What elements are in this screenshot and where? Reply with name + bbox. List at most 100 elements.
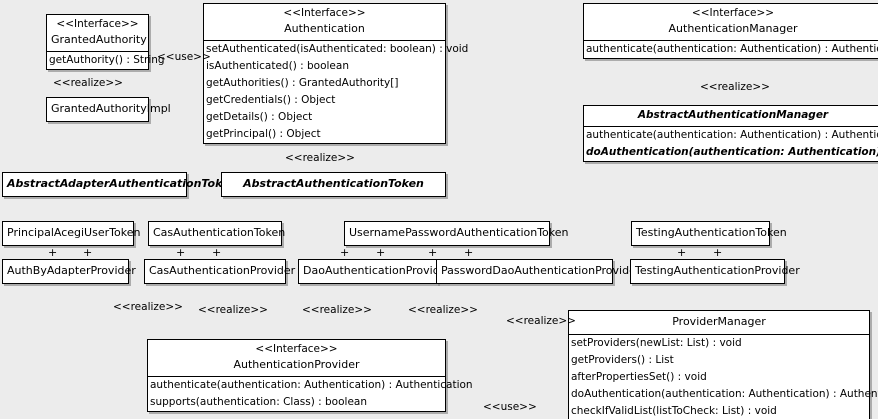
class-cas-authentication-token[interactable]: CasAuthenticationToken [148, 221, 286, 246]
class-authentication-provider[interactable]: <<Interface>> AuthenticationProvider aut… [147, 339, 473, 413]
class-password-dao-authentication-provider[interactable]: PasswordDaoAuthenticationProvider [436, 259, 641, 284]
class-abstract-authentication-manager[interactable]: AbstractAuthenticationManager authentica… [583, 105, 878, 163]
edge-label-realize-daoauthenticationprovider: <<realize>> [302, 304, 372, 316]
association-plus-marker: + [340, 246, 350, 259]
class-header: DaoAuthenticationProvider [299, 260, 451, 283]
association-plus-marker: + [376, 246, 386, 259]
operation-row: setAuthenticated(isAuthenticated: boolea… [206, 43, 469, 56]
class-header: PrincipalAcegiUserToken [3, 222, 141, 245]
class-name: ProviderManager [672, 315, 766, 328]
class-name: PasswordDaoAuthenticationProvider [441, 264, 641, 277]
operation-row: doAuthentication(authentication: Authent… [571, 388, 878, 400]
edge-label-realize-passworddaoauthenticationprovider: <<realize>> [408, 304, 478, 316]
class-name: Authentication [284, 22, 365, 36]
class-cas-authentication-provider[interactable]: CasAuthenticationProvider [144, 259, 296, 284]
class-granted-authority-impl[interactable]: GrantedAuthorityImpl [46, 97, 171, 122]
class-header: GrantedAuthorityImpl [47, 98, 171, 121]
edge-label-realize-testingauthenticationprovider: <<realize>> [506, 315, 576, 327]
class-authentication-manager[interactable]: <<Interface>> AuthenticationManager auth… [583, 3, 878, 60]
stereotype-label: <<Interface>> [255, 343, 338, 355]
edge-label-realize-abstractauthenticationmanager: <<realize>> [700, 81, 770, 93]
operation-row: supports(authentication: Class) : boolea… [150, 396, 367, 409]
class-header: UsernamePasswordAuthenticationToken [345, 222, 569, 245]
edge-label-realize-abstractauthenticationtoken: <<realize>> [285, 152, 355, 164]
class-testing-authentication-token[interactable]: TestingAuthenticationToken [631, 221, 787, 246]
class-header: AbstractAuthenticationToken [222, 173, 445, 196]
class-testing-authentication-provider[interactable]: TestingAuthenticationProvider [630, 259, 800, 284]
class-username-password-authentication-token[interactable]: UsernamePasswordAuthenticationToken [344, 221, 569, 246]
class-name: AuthByAdapterProvider [7, 264, 136, 277]
stereotype-label: <<Interface>> [56, 18, 139, 30]
association-plus-marker: + [176, 246, 186, 259]
operation-row: checkIfValidList(listToCheck: List) : vo… [571, 405, 777, 417]
class-name: CasAuthenticationProvider [149, 264, 296, 277]
class-header: <<Interface>> AuthenticationProvider [148, 340, 445, 378]
operation-row: getAuthorities() : GrantedAuthority[] [206, 77, 399, 90]
class-granted-authority[interactable]: <<Interface>> GrantedAuthority getAuthor… [46, 14, 165, 71]
association-plus-marker: + [677, 246, 687, 259]
association-plus-marker: + [48, 246, 58, 259]
operation-row-abstract: doAuthentication(authentication: Authent… [586, 146, 878, 159]
operation-row: getPrincipal() : Object [206, 128, 321, 141]
operation-row: getCredentials() : Object [206, 94, 336, 107]
operation-row: afterPropertiesSet() : void [571, 371, 707, 383]
class-auth-by-adapter-provider[interactable]: AuthByAdapterProvider [2, 259, 136, 284]
class-header: PasswordDaoAuthenticationProvider [437, 260, 641, 283]
class-name: DaoAuthenticationProvider [303, 264, 451, 277]
association-plus-marker: + [83, 246, 93, 259]
stereotype-label: <<Interface>> [283, 7, 366, 19]
operations-compartment: setAuthenticated(isAuthenticated: boolea… [204, 41, 469, 143]
class-authentication[interactable]: <<Interface>> Authentication setAuthenti… [203, 3, 469, 145]
class-header: ProviderManager [569, 311, 869, 335]
class-header: AbstractAuthenticationManager [584, 106, 878, 128]
operations-compartment: authenticate(authentication: Authenticat… [584, 41, 878, 58]
operations-compartment: setProviders(newList: List) : void getPr… [569, 335, 878, 419]
operation-row: authenticate(authentication: Authenticat… [586, 43, 878, 56]
operation-row: isAuthenticated() : boolean [206, 60, 349, 73]
operation-row: getAuthority() : String [49, 54, 165, 67]
class-abstract-adapter-authentication-token[interactable]: AbstractAdapterAuthenticationToken [2, 172, 238, 197]
association-plus-marker: + [428, 246, 438, 259]
class-name: UsernamePasswordAuthenticationToken [349, 226, 569, 239]
class-header: CasAuthenticationProvider [145, 260, 296, 283]
class-name: AbstractAdapterAuthenticationToken [7, 177, 238, 190]
edge-label-use-grantedauthority: <<use>> [157, 51, 211, 63]
edge-label-realize-casauthenticationprovider: <<realize>> [198, 304, 268, 316]
operations-compartment: authenticate(authentication: Authenticat… [148, 377, 473, 411]
class-name: TestingAuthenticationProvider [635, 264, 800, 277]
class-name: CasAuthenticationToken [153, 226, 286, 239]
class-header: CasAuthenticationToken [149, 222, 286, 245]
class-abstract-authentication-token[interactable]: AbstractAuthenticationToken [221, 172, 446, 197]
association-plus-marker: + [713, 246, 723, 259]
class-header: TestingAuthenticationProvider [631, 260, 800, 283]
class-header: <<Interface>> GrantedAuthority [47, 15, 148, 53]
edge-label-realize-grantedauthorityimpl: <<realize>> [53, 77, 123, 89]
class-name: TestingAuthenticationToken [636, 226, 787, 239]
class-header: AbstractAdapterAuthenticationToken [3, 173, 238, 196]
class-dao-authentication-provider[interactable]: DaoAuthenticationProvider [298, 259, 451, 284]
operation-row: authenticate(authentication: Authenticat… [586, 129, 878, 142]
operation-row: setProviders(newList: List) : void [571, 337, 742, 349]
class-name: GrantedAuthority [51, 33, 147, 47]
class-header: <<Interface>> AuthenticationManager [584, 4, 878, 42]
association-plus-marker: + [212, 246, 222, 259]
operations-compartment: getAuthority() : String [47, 52, 165, 69]
operation-row: authenticate(authentication: Authenticat… [150, 379, 473, 392]
association-plus-marker: + [464, 246, 474, 259]
class-header: TestingAuthenticationToken [632, 222, 787, 245]
class-principal-acegi-user-token[interactable]: PrincipalAcegiUserToken [2, 221, 141, 246]
class-header: <<Interface>> Authentication [204, 4, 445, 42]
class-name: PrincipalAcegiUserToken [7, 226, 141, 239]
class-name: AuthenticationManager [668, 22, 798, 36]
edge-label-use-providermanager: <<use>> [483, 401, 537, 413]
class-name: AbstractAuthenticationManager [637, 109, 829, 121]
class-header: AuthByAdapterProvider [3, 260, 136, 283]
class-name: AbstractAuthenticationToken [243, 177, 424, 190]
class-provider-manager[interactable]: ProviderManager setProviders(newList: Li… [568, 310, 878, 419]
operation-row: getProviders() : List [571, 354, 674, 366]
operation-row: getDetails() : Object [206, 111, 313, 124]
edge-label-realize-authbyadapterprovider: <<realize>> [113, 301, 183, 313]
stereotype-label: <<Interface>> [691, 7, 775, 19]
operations-compartment: authenticate(authentication: Authenticat… [584, 127, 878, 161]
